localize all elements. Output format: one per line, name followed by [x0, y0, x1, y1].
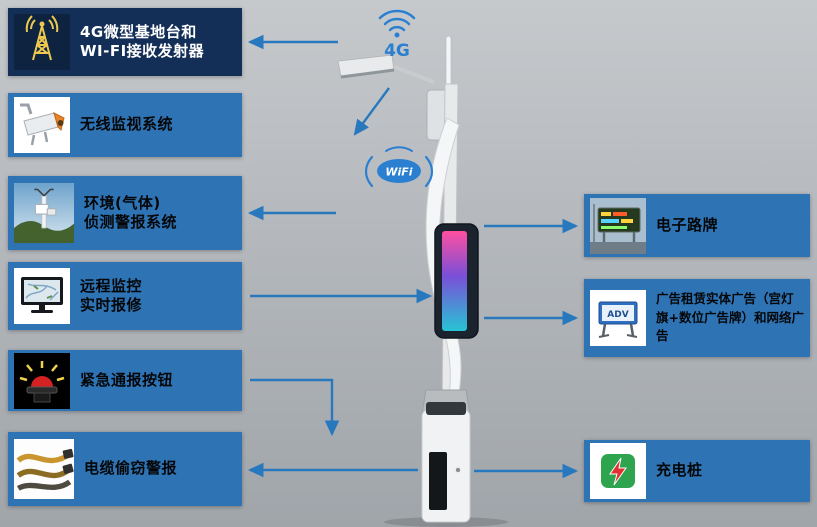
feature-box-4g-wifi-base-station: 4G微型基地台和 WI-FI接收发射器: [8, 8, 242, 76]
feature-box-charging-pile: 充电桩: [584, 440, 810, 502]
feature-box-cable-theft-alarm: 电缆偷窃警报: [8, 432, 242, 506]
lamp-arm: [391, 64, 435, 84]
cabinet-top-cap: [426, 402, 466, 415]
arrow-lamp-diagonal: [353, 87, 390, 136]
charging-pile-icon: [590, 443, 646, 499]
emergency-beacon-icon: [14, 352, 70, 409]
4g-label: 4G: [384, 41, 410, 61]
feature-label: 电子路牌: [656, 215, 719, 234]
wifi-logo: WiFi: [364, 146, 434, 188]
feature-box-remote-monitoring: 远程监控 实时报修: [8, 262, 242, 330]
wifi-label: WiFi: [385, 166, 412, 179]
pole-display-content: [442, 231, 467, 331]
feature-label: 电缆偷窃警报: [84, 459, 178, 478]
street-lamp-underside: [340, 68, 395, 79]
feature-label: 广告租赁实体广告（宫灯旗+数位广告牌）和网络广告: [656, 290, 804, 344]
feature-box-environment-gas-detection: 环境(气体) 侦测警报系统: [8, 176, 242, 250]
cable-icon: [14, 439, 74, 499]
feature-box-advertising-rental: ADV 广告租赁实体广告（宫灯旗+数位广告牌）和网络广告: [584, 279, 810, 357]
arrow-emergency-elbow: [250, 378, 340, 437]
antenna-tower-icon: [14, 14, 70, 70]
adv-billboard-icon: ADV: [590, 290, 646, 346]
feature-box-emergency-call-button: 紧急通报按钮: [8, 350, 242, 411]
4g-signal-icon: [378, 9, 416, 38]
feature-label: 紧急通报按钮: [80, 370, 174, 389]
connector-arrows: [247, 34, 579, 479]
feature-label: 4G微型基地台和 WI-FI接收发射器: [80, 22, 205, 61]
feature-box-wireless-surveillance: 无线监视系统: [8, 93, 242, 157]
environment-station-icon: [14, 183, 74, 243]
feature-label: 环境(气体) 侦测警报系统: [84, 193, 178, 232]
feature-box-electronic-road-sign: 电子路牌: [584, 194, 810, 257]
cctv-camera-icon: [14, 97, 70, 153]
led-road-sign-icon: [590, 197, 646, 254]
smart-pole-illustration: [337, 35, 479, 523]
monitor-map-icon: [14, 268, 70, 324]
feature-label: 无线监视系统: [80, 115, 174, 134]
adv-board-text: ADV: [607, 310, 628, 320]
cabinet-button: [455, 467, 461, 473]
feature-label: 远程监控 实时报修: [80, 276, 143, 315]
feature-label: 充电桩: [656, 461, 703, 480]
cabinet-dark-panel: [429, 452, 447, 510]
